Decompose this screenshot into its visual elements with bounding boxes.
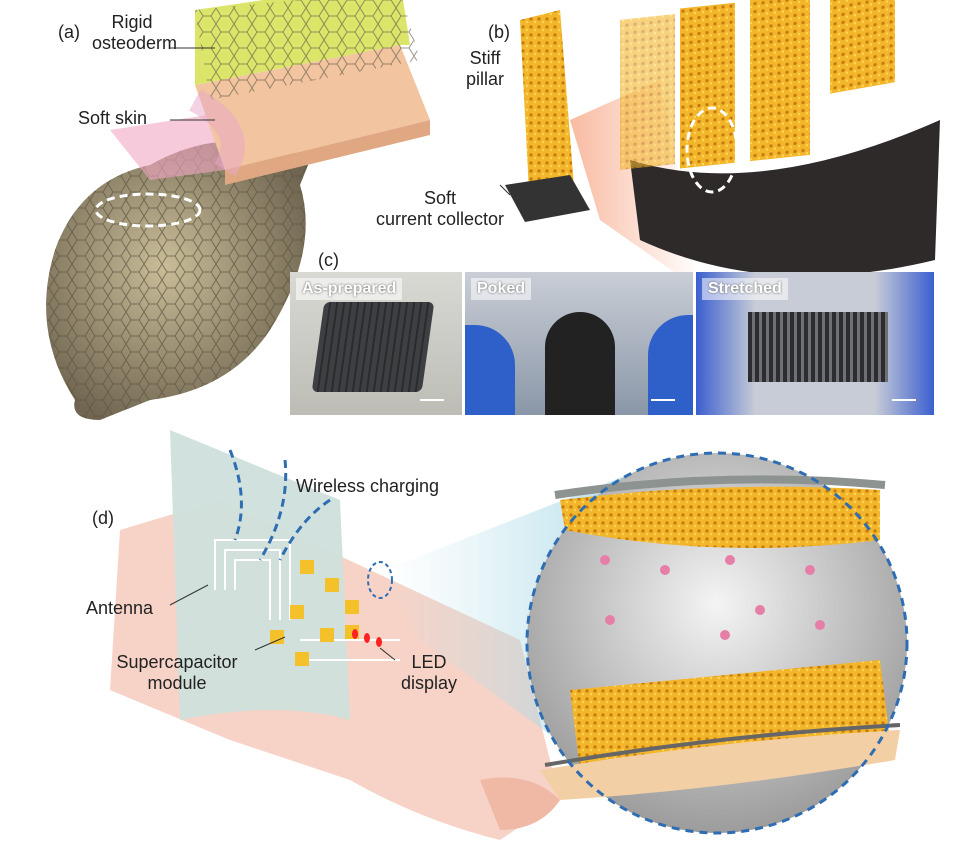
wrist-illustration (110, 430, 560, 840)
panel-d-label: (d) (92, 508, 114, 528)
wireless-charging-label: Wireless charging (296, 476, 440, 496)
osteoderm-illustration (188, 0, 430, 185)
antenna-label: Antenna (86, 598, 154, 618)
rigid-line2: osteoderm (92, 33, 178, 53)
led-line2: display (400, 673, 458, 693)
panel-b-label: (b) (488, 22, 510, 42)
photo-label-stretched: Stretched (702, 278, 788, 300)
super-line1: Supercapacitor (116, 652, 238, 672)
stiff-line2: pillar (465, 69, 504, 89)
zoomed-supercapacitor-illustration (525, 451, 909, 835)
stiff-line1: Stiff (469, 48, 501, 68)
scale-bar (892, 399, 916, 401)
antenna-leader (169, 584, 209, 606)
poked-sample (545, 312, 615, 415)
panel-a-label: (a) (58, 22, 80, 42)
super-line2: module (147, 673, 207, 693)
photo-label-as-prepared: As-prepared (296, 278, 403, 300)
collector-line1: Soft (423, 188, 457, 208)
rigid-line1: Rigid (111, 12, 153, 32)
panel-c-label: (c) (318, 250, 339, 270)
photo-label-poked: Poked (471, 278, 532, 300)
pillar-illustration (505, 0, 940, 290)
scale-bar (651, 399, 675, 401)
armadillo-image (46, 110, 311, 421)
led-line1: LED (411, 652, 447, 672)
photo-stretched: Stretched (696, 272, 934, 415)
soft-skin-label: Soft skin (78, 108, 148, 128)
sample-grid (311, 302, 435, 392)
photo-as-prepared: As-prepared (290, 272, 462, 415)
photo-poked: Poked (465, 272, 693, 415)
collector-line2: current collector (375, 209, 505, 229)
stretched-sample (748, 312, 888, 382)
scale-bar (420, 399, 444, 401)
